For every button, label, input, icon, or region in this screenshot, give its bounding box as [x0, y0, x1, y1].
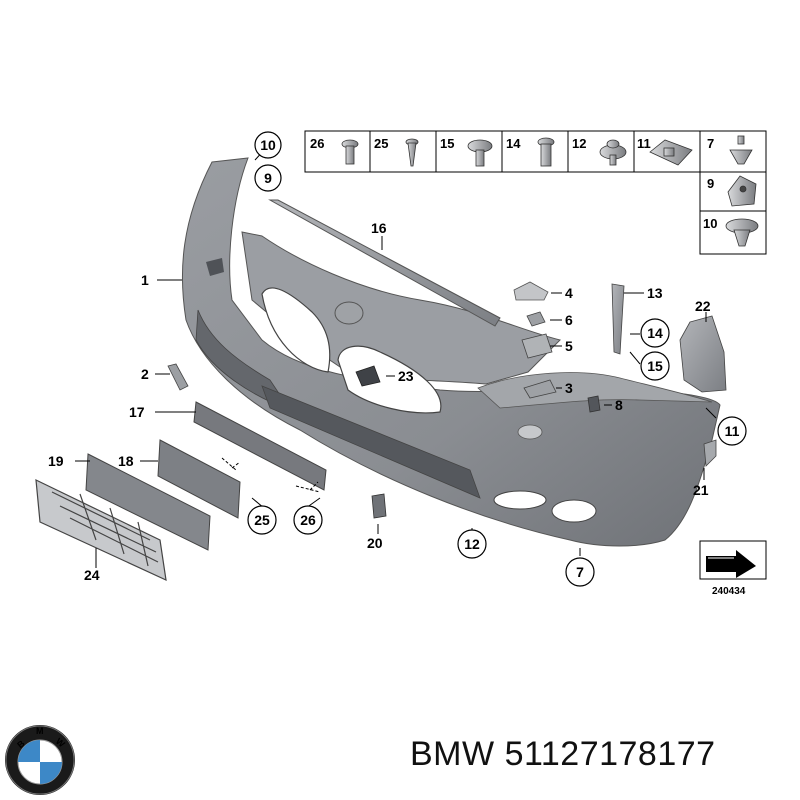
table-label-7: 7: [707, 136, 714, 151]
callouts: 1 2 17 18 19 24 16 4 6 5 3 8 23 13 22 21…: [48, 220, 711, 583]
callout-16: 16: [371, 220, 387, 236]
part-8: [587, 395, 601, 413]
kidney-grille-left: [261, 287, 331, 373]
callout-19: 19: [48, 453, 64, 469]
screw-25-icon: [405, 138, 419, 167]
callout-5: 5: [565, 338, 573, 354]
clip-9-icon: [727, 175, 757, 207]
direction-arrow-icon: [706, 550, 756, 578]
callout-25: 25: [254, 512, 270, 528]
bmw-logo: B M W: [5, 725, 75, 795]
table-label-12: 12: [572, 136, 586, 151]
callout-7: 7: [576, 564, 584, 580]
clip-11-icon: [649, 139, 693, 166]
part-2: [167, 363, 189, 391]
callout-18: 18: [118, 453, 134, 469]
circled-callouts: 10 9 14 15 11 12 7 25 26: [247, 131, 747, 587]
diagram-number: 240434: [712, 586, 746, 597]
part-23: [355, 365, 381, 387]
callout-12: 12: [464, 536, 480, 552]
callout-8: 8: [615, 397, 623, 413]
screw-26-icon: [341, 139, 359, 165]
callout-24: 24: [84, 567, 100, 583]
svg-text:B: B: [15, 738, 27, 750]
grille-trim-strip: [268, 199, 501, 327]
callout-22: 22: [695, 298, 711, 314]
table-label-9: 9: [707, 176, 714, 191]
part-21: [703, 439, 717, 467]
license-plate-carrier: [35, 478, 167, 582]
callout-26: 26: [300, 512, 316, 528]
table-label-26: 26: [310, 136, 324, 151]
fastener-table: [304, 130, 767, 255]
bracket-22: [679, 315, 727, 393]
callout-2: 2: [141, 366, 149, 382]
table-label-11: 11: [637, 136, 651, 151]
svg-text:M: M: [36, 726, 44, 736]
table-label-10: 10: [703, 216, 717, 231]
callout-11: 11: [725, 423, 740, 439]
callout-21: 21: [693, 482, 709, 498]
callout-15: 15: [647, 358, 663, 374]
callout-6: 6: [565, 312, 573, 328]
cover-4: [513, 281, 549, 301]
screw-15-icon: [467, 139, 493, 167]
callout-13: 13: [647, 285, 663, 301]
diagram-reference: 240434: [699, 540, 767, 597]
plate-19: [85, 453, 211, 551]
callout-23: 23: [398, 368, 414, 384]
part-20: [371, 493, 387, 519]
callout-17: 17: [129, 404, 145, 420]
callout-9: 9: [264, 170, 272, 186]
table-label-25: 25: [374, 136, 388, 151]
callout-4: 4: [565, 285, 573, 301]
kidney-grille-right: [337, 345, 442, 414]
leader-lines: [75, 147, 717, 568]
bracket-13: [611, 283, 625, 355]
table-label-14: 14: [506, 136, 521, 151]
fastener-labels: 26 25 15 14 12 11 7 9 10: [310, 136, 717, 231]
callout-10: 10: [260, 137, 276, 153]
screw-14-icon: [537, 137, 555, 167]
callout-14: 14: [647, 325, 663, 341]
cover-strip-17: [193, 401, 327, 491]
callout-20: 20: [367, 535, 383, 551]
part-number: 51127178177: [504, 735, 716, 773]
table-label-15: 15: [440, 136, 454, 151]
part-3: [523, 379, 557, 399]
fog-light-opening: [551, 499, 597, 523]
bumper-cover: [181, 157, 721, 547]
cover-strip-18: [157, 439, 241, 519]
callout-3: 3: [565, 380, 573, 396]
bracket-5: [521, 333, 553, 359]
callout-1: 1: [141, 272, 149, 288]
brand-name: BMW: [410, 735, 495, 773]
screw-12-icon: [599, 139, 627, 166]
clip-7-icon: [729, 135, 753, 165]
sensor-6: [526, 311, 546, 327]
nut-10-icon: [725, 218, 759, 247]
